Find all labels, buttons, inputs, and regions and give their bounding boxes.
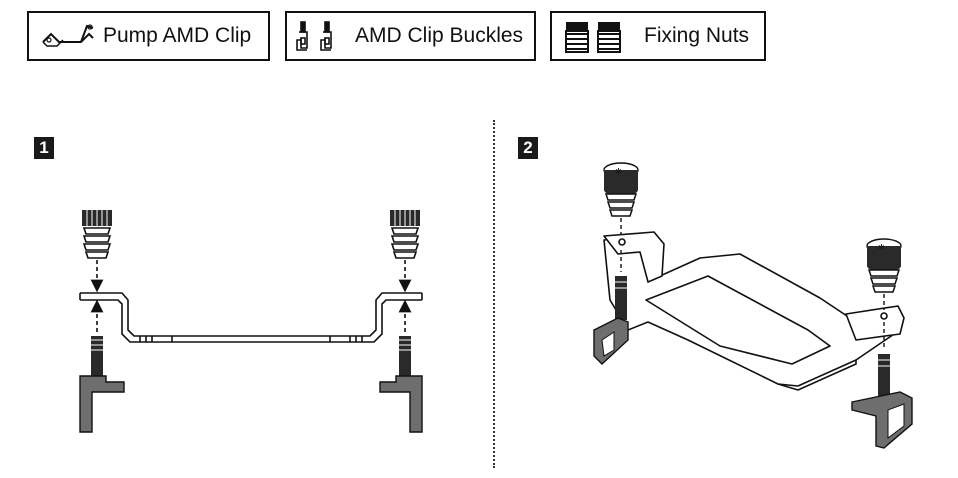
pump-amd-clip-icon (42, 24, 94, 47)
part-label-pump-amd-clip: Pump AMD Clip (27, 11, 270, 61)
part-label-text: Fixing Nuts (644, 24, 750, 47)
step1-fixing-nut-left (82, 210, 112, 259)
step2-fixing-nut-left: ✲ (603, 162, 639, 217)
step1-clip-buckle-right (379, 336, 423, 433)
part-label-fixing-nuts: Fixing Nuts (550, 11, 766, 61)
svg-text:✲: ✲ (878, 243, 885, 252)
amd-clip-buckles-icon (296, 21, 332, 51)
part-label-text: Pump AMD Clip (103, 24, 252, 47)
step2-fixing-nut-right: ✲ (866, 238, 902, 293)
svg-text:✲: ✲ (615, 167, 622, 176)
step1-clip-buckle-left (79, 336, 125, 433)
step-2-badge: 2 (518, 137, 538, 159)
part-label-text: AMD Clip Buckles (355, 24, 524, 47)
fixing-nuts-icon (565, 22, 621, 53)
step1-arrows (90, 260, 412, 332)
step2-clip-buckle-right (851, 354, 913, 449)
part-label-amd-clip-buckles: AMD Clip Buckles (285, 11, 536, 61)
step-1-badge: 1 (34, 137, 54, 159)
step1-pump-clip (79, 292, 423, 343)
step-divider (493, 120, 495, 468)
step2-guide-lines (620, 218, 885, 350)
step2-clip-buckle-left (593, 276, 629, 365)
step1-fixing-nut-right (390, 210, 420, 259)
step2-pump-clip (603, 231, 905, 391)
